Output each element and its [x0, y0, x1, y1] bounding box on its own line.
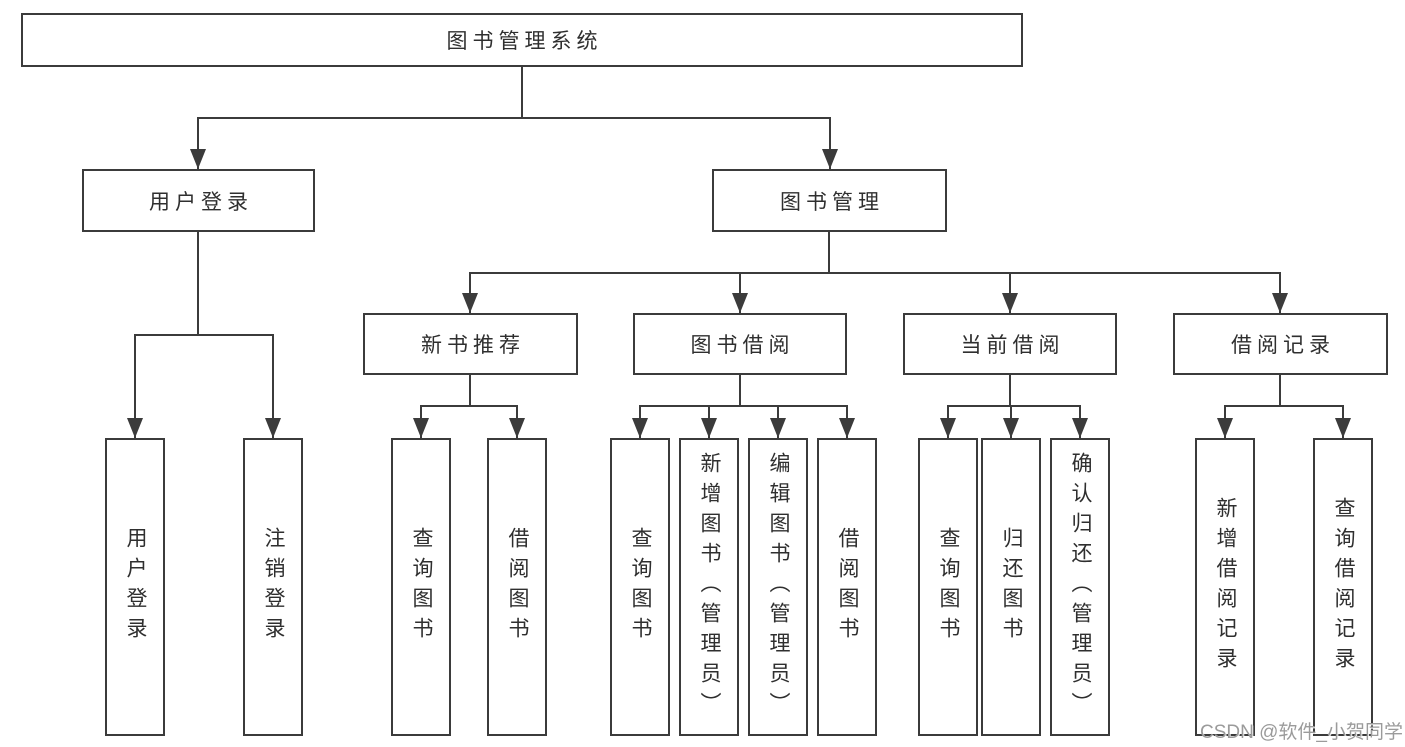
node-current-borrowing: 当前借阅 — [903, 313, 1117, 375]
connector-line — [1009, 272, 1011, 313]
leaf-recommend-query-books: 查询图书 — [391, 438, 451, 736]
connector-line — [272, 334, 274, 438]
connector-line — [197, 232, 199, 336]
node-label: 确认归还（管理员） — [1069, 452, 1092, 722]
leaf-recommend-borrow-books: 借阅图书 — [487, 438, 547, 736]
node-label: 图书管理系统 — [446, 30, 603, 53]
node-label: 借阅图书 — [506, 527, 529, 647]
arrow-down-icon — [839, 418, 855, 438]
leaf-borrowing-borrow-books: 借阅图书 — [817, 438, 877, 736]
arrow-down-icon — [732, 293, 748, 313]
leaf-user-login: 用户登录 — [105, 438, 165, 736]
arrow-down-icon — [1003, 418, 1019, 438]
leaf-confirm-return-admin: 确认归还（管理员） — [1050, 438, 1110, 736]
leaf-return-books: 归还图书 — [981, 438, 1041, 736]
arrow-down-icon — [190, 149, 206, 169]
connector-line — [134, 334, 136, 438]
leaf-query-borrow-record: 查询借阅记录 — [1313, 438, 1373, 736]
connector-line — [1224, 405, 1344, 407]
arrow-down-icon — [265, 418, 281, 438]
node-book-management: 图书管理 — [712, 169, 947, 232]
connector-line — [469, 272, 1281, 274]
node-new-book-recommend: 新书推荐 — [363, 313, 578, 375]
node-label: 查询图书 — [629, 527, 652, 647]
node-label: 查询图书 — [937, 527, 960, 647]
connector-line — [829, 117, 831, 169]
node-label: 借阅记录 — [1231, 334, 1335, 357]
node-label: 查询借阅记录 — [1332, 497, 1355, 677]
node-label: 查询图书 — [410, 527, 433, 647]
node-borrowing-records: 借阅记录 — [1173, 313, 1388, 375]
leaf-edit-books-admin: 编辑图书（管理员） — [748, 438, 808, 736]
arrow-down-icon — [509, 418, 525, 438]
arrow-down-icon — [1272, 293, 1288, 313]
connector-line — [134, 334, 274, 336]
node-book-borrowing: 图书借阅 — [633, 313, 847, 375]
arrow-down-icon — [462, 293, 478, 313]
arrow-down-icon — [770, 418, 786, 438]
connector-line — [828, 232, 830, 274]
arrow-down-icon — [1072, 418, 1088, 438]
arrow-down-icon — [1335, 418, 1351, 438]
leaf-add-borrow-record: 新增借阅记录 — [1195, 438, 1255, 736]
leaf-logout: 注销登录 — [243, 438, 303, 736]
connector-line — [639, 405, 848, 407]
arrow-down-icon — [1002, 293, 1018, 313]
node-root-system: 图书管理系统 — [21, 13, 1023, 67]
arrow-down-icon — [127, 418, 143, 438]
node-label: 图书管理 — [780, 190, 884, 214]
connector-line — [521, 67, 523, 119]
connector-line — [469, 375, 471, 406]
connector-line — [739, 272, 741, 313]
node-user-login: 用户登录 — [82, 169, 315, 232]
connector-line — [197, 117, 831, 119]
node-label: 编辑图书（管理员） — [767, 452, 790, 722]
node-label: 用户登录 — [149, 190, 253, 214]
arrow-down-icon — [1217, 418, 1233, 438]
node-label: 归还图书 — [1000, 527, 1023, 647]
connector-line — [739, 375, 741, 406]
connector-line — [1279, 272, 1281, 313]
connector-line — [1279, 375, 1281, 406]
arrow-down-icon — [822, 149, 838, 169]
node-label: 新书推荐 — [421, 334, 525, 357]
node-label: 当前借阅 — [960, 334, 1065, 357]
leaf-borrowing-query-books: 查询图书 — [610, 438, 670, 736]
arrow-down-icon — [413, 418, 429, 438]
arrow-down-icon — [632, 418, 648, 438]
node-label: 新增借阅记录 — [1214, 497, 1237, 677]
connector-line — [197, 117, 199, 169]
node-label: 图书借阅 — [690, 334, 795, 357]
connector-line — [420, 405, 518, 407]
arrow-down-icon — [701, 418, 717, 438]
node-label: 借阅图书 — [836, 527, 859, 647]
node-label: 新增图书（管理员） — [698, 452, 721, 722]
csdn-watermark: CSDN @软件_小贺同学 — [1200, 722, 1403, 743]
connector-line — [469, 272, 471, 313]
leaf-current-query-books: 查询图书 — [918, 438, 978, 736]
connector-line — [1009, 375, 1011, 406]
node-label: 用户登录 — [124, 527, 147, 647]
arrow-down-icon — [940, 418, 956, 438]
connector-line — [947, 405, 1081, 407]
leaf-add-books-admin: 新增图书（管理员） — [679, 438, 739, 736]
node-label: 注销登录 — [262, 527, 285, 647]
